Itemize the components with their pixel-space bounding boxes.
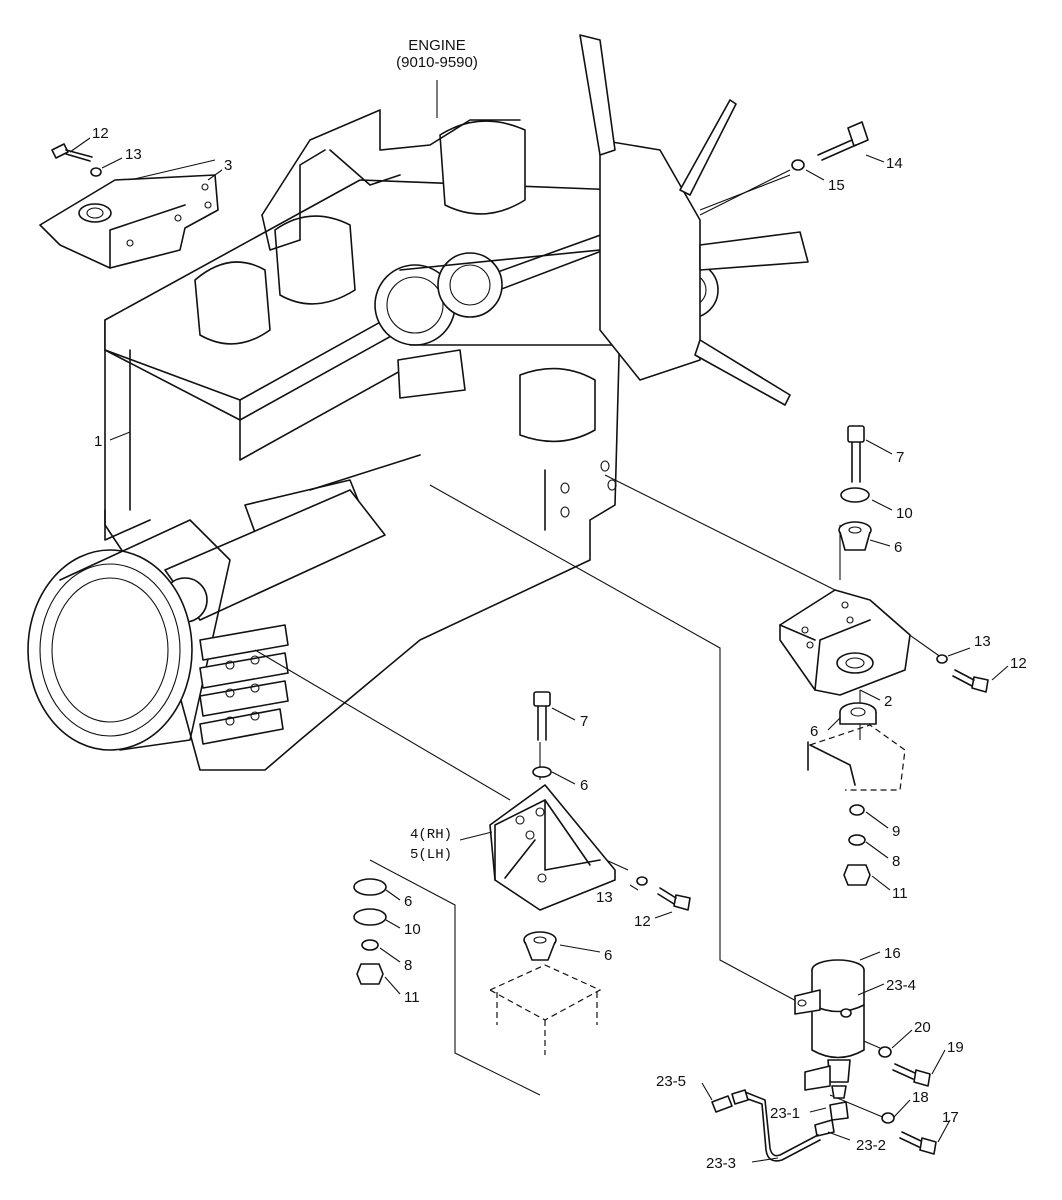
callout-9: 9 — [892, 823, 900, 840]
engine-serial-range: (9010-9590) — [396, 54, 478, 71]
bolt-17 — [899, 1131, 937, 1155]
callout-13-center: 13 — [596, 889, 613, 906]
callout-12-right: 12 — [1010, 655, 1027, 672]
callout-6-center: 6 — [580, 777, 588, 794]
engine-title: ENGINE — [408, 37, 466, 54]
bolt-19 — [892, 1063, 931, 1087]
bolt-7-center — [533, 691, 551, 741]
callout-14: 14 — [886, 155, 903, 172]
mount-6-lower-center — [523, 931, 557, 961]
callout-leaders — [69, 137, 1009, 1163]
washer-10-left — [353, 908, 387, 926]
washer-6-center — [532, 766, 552, 778]
callout-12-top: 12 — [92, 125, 109, 142]
engine-block — [27, 34, 809, 771]
callout-23-3: 23-3 — [706, 1155, 736, 1172]
fitting-23-1 — [814, 1101, 849, 1137]
bolt-14 — [817, 121, 869, 161]
callout-23-1: 23-1 — [770, 1105, 800, 1122]
callout-1: 1 — [94, 433, 102, 450]
bolt-7-right — [847, 425, 865, 483]
callout-23-4: 23-4 — [886, 977, 916, 994]
callout-10-right: 10 — [896, 505, 913, 522]
callout-17: 17 — [942, 1109, 959, 1126]
callout-3: 3 — [224, 157, 232, 174]
fuel-pipe-23-3 — [744, 1091, 821, 1162]
bracket-4-5 — [489, 784, 616, 911]
washer-18 — [881, 1112, 895, 1124]
callout-19: 19 — [947, 1039, 964, 1056]
callout-7-center: 7 — [580, 713, 588, 730]
mount-6-right-lower — [839, 702, 877, 725]
callout-6-left: 6 — [404, 893, 412, 910]
callout-10-left: 10 — [404, 921, 421, 938]
mount-plate-right — [807, 724, 906, 791]
callout-20: 20 — [914, 1019, 931, 1036]
callout-2: 2 — [884, 693, 892, 710]
mount-6-right-upper — [838, 521, 872, 551]
bracket-3 — [39, 174, 219, 269]
callout-5-lh: 5(LH) — [410, 847, 452, 863]
callout-6-right-lower: 6 — [810, 723, 818, 740]
callout-18: 18 — [912, 1089, 929, 1106]
callout-16: 16 — [884, 945, 901, 962]
mount-6-left — [353, 878, 387, 896]
mount-plate-lower-left — [488, 964, 602, 1055]
washer-10-right — [840, 487, 870, 503]
washer-13-right — [936, 654, 948, 664]
callout-13-right: 13 — [974, 633, 991, 650]
callout-11-right: 11 — [892, 885, 908, 902]
nut-11-left — [356, 963, 384, 985]
callout-23-2: 23-2 — [856, 1137, 886, 1154]
callout-11-left: 11 — [404, 989, 420, 1006]
bolt-12-right — [952, 669, 989, 693]
washer-20 — [878, 1046, 892, 1058]
callout-8-left: 8 — [404, 957, 412, 974]
washer-8-left — [361, 939, 379, 951]
nut-11-right — [843, 864, 871, 886]
callout-4-rh: 4(RH) — [410, 827, 452, 843]
callout-6-lower-center: 6 — [604, 947, 612, 964]
washer-13-center — [636, 876, 648, 886]
washer-8-right — [848, 834, 866, 846]
callout-12-center: 12 — [634, 913, 651, 930]
fitting-23-5 — [711, 1089, 749, 1113]
washer-9 — [849, 804, 865, 816]
callout-7-right: 7 — [896, 449, 904, 466]
callout-13-top: 13 — [125, 146, 142, 163]
fuel-filter-16 — [794, 959, 865, 1099]
bolt-12-center — [657, 887, 691, 911]
callout-23-5: 23-5 — [656, 1073, 686, 1090]
callout-8-right: 8 — [892, 853, 900, 870]
bolt-12-top — [51, 143, 93, 162]
labels: ENGINE (9010-9590) 12 13 3 1 14 15 7 10 … — [92, 37, 1027, 1172]
washer-13-top — [90, 167, 102, 177]
washer-15 — [791, 159, 805, 171]
callout-15: 15 — [828, 177, 845, 194]
bracket-2 — [779, 589, 911, 696]
callout-6-right-upper: 6 — [894, 539, 902, 556]
